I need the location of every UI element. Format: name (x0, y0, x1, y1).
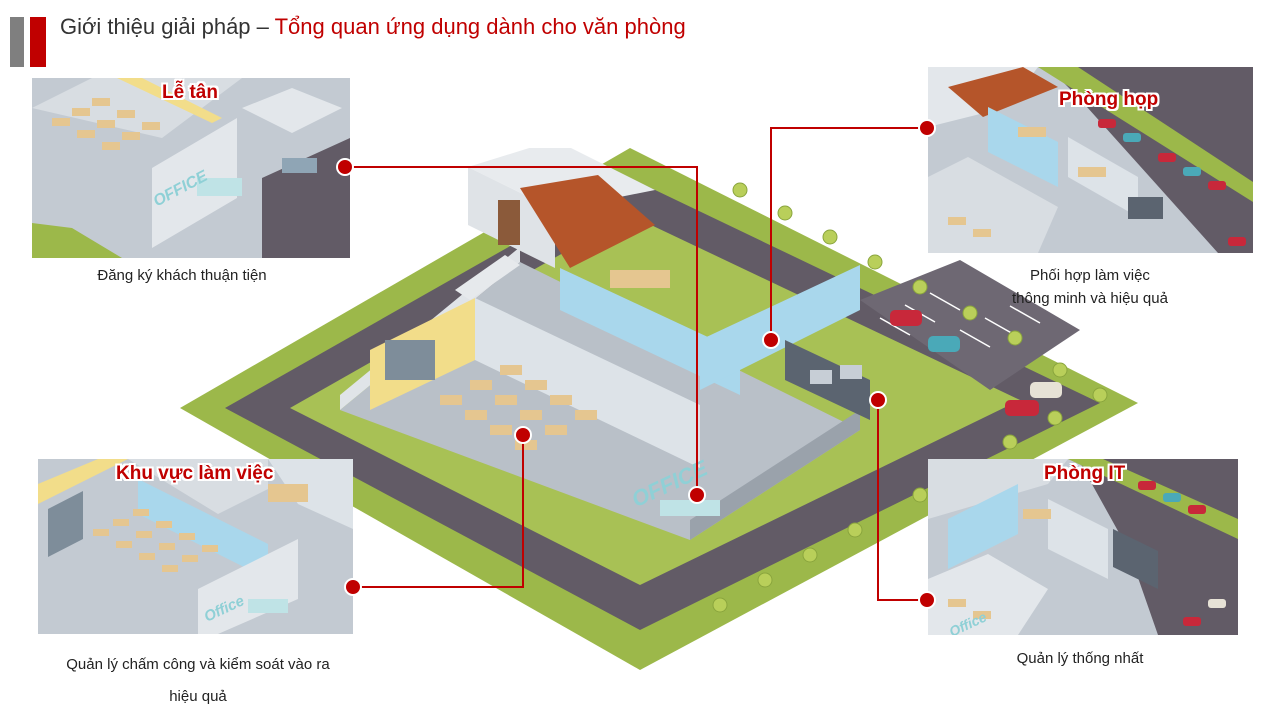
workspace-caption: Quản lý chấm công và kiểm soát vào ra hi… (48, 649, 348, 713)
wood-floor (520, 175, 655, 268)
reception-desk (660, 500, 720, 516)
glass-partition (560, 268, 740, 395)
screen-icon (840, 365, 862, 379)
reception-connector-line (345, 166, 698, 495)
screen-icon (810, 370, 832, 384)
car (1005, 400, 1039, 416)
reception-caption: Đăng ký khách thuận tiện (97, 267, 267, 284)
title-accent: Tổng quan ứng dụng dành cho văn phòng (274, 14, 686, 39)
meeting-connector-line (770, 127, 927, 340)
meeting-table (610, 270, 670, 288)
bookshelf (385, 340, 435, 380)
partition (475, 298, 700, 468)
car (1030, 382, 1062, 398)
car (928, 336, 960, 352)
it-room-panel: Office Phòng IT (928, 459, 1238, 635)
workspace-connector-line (353, 435, 524, 588)
meeting-room-panel: Phòng họp (928, 67, 1253, 253)
header-accent-bar-gray (10, 17, 24, 67)
workspace-scene: Office (38, 459, 353, 634)
meeting-room-caption-line1: Phối hợp làm việc (1030, 267, 1150, 284)
office-building-illustration: OFFICE (180, 148, 1138, 670)
upper-door (498, 200, 520, 245)
reception-panel: OFFICE Lễ tân (32, 78, 350, 258)
reception-scene: OFFICE (32, 78, 350, 258)
tree-row (712, 182, 1108, 613)
stairs (455, 255, 520, 300)
workspace-label: Khu vực làm việc (116, 463, 274, 484)
workspace-panel: Office Khu vực làm việc (38, 459, 353, 634)
desk-group (440, 365, 597, 450)
meeting-room-caption: Phối hợp làm việc thông minh và hiệu quả (950, 264, 1230, 310)
workspace-hotspot-dot (344, 578, 362, 596)
it-room-caption: Quản lý thống nhất (1016, 650, 1144, 667)
meeting-room-hotspot-dot (762, 331, 780, 349)
reception-hotspot-dot (336, 158, 354, 176)
meeting-hotspot-dot (918, 119, 936, 137)
reception-label: Lễ tân (162, 82, 218, 103)
title-prefix: Giới thiệu giải pháp – (60, 14, 275, 39)
meeting-room-scene (928, 67, 1253, 253)
header-accent-bar-red (30, 17, 46, 67)
workspace-caption-line2: hiệu quả (169, 688, 227, 705)
car (890, 310, 922, 326)
glass-partition (700, 265, 860, 390)
page-title: Giới thiệu giải pháp – Tổng quan ứng dụn… (60, 14, 686, 40)
it-room-label: Phòng IT (1044, 463, 1126, 484)
it-room-scene: Office (928, 459, 1238, 635)
reception-desk-hotspot-dot (688, 486, 706, 504)
it-hotspot-dot (918, 591, 936, 609)
building-wall-right (690, 410, 860, 540)
workspace-caption-line1: Quản lý chấm công và kiểm soát vào ra (66, 656, 330, 673)
it-room-hotspot-dot (869, 391, 887, 409)
meeting-room-caption-line2: thông minh và hiệu quả (1012, 290, 1168, 307)
workspace-area-hotspot-dot (514, 426, 532, 444)
it-connector-line (877, 400, 927, 601)
meeting-room-label: Phòng họp (1059, 89, 1159, 110)
